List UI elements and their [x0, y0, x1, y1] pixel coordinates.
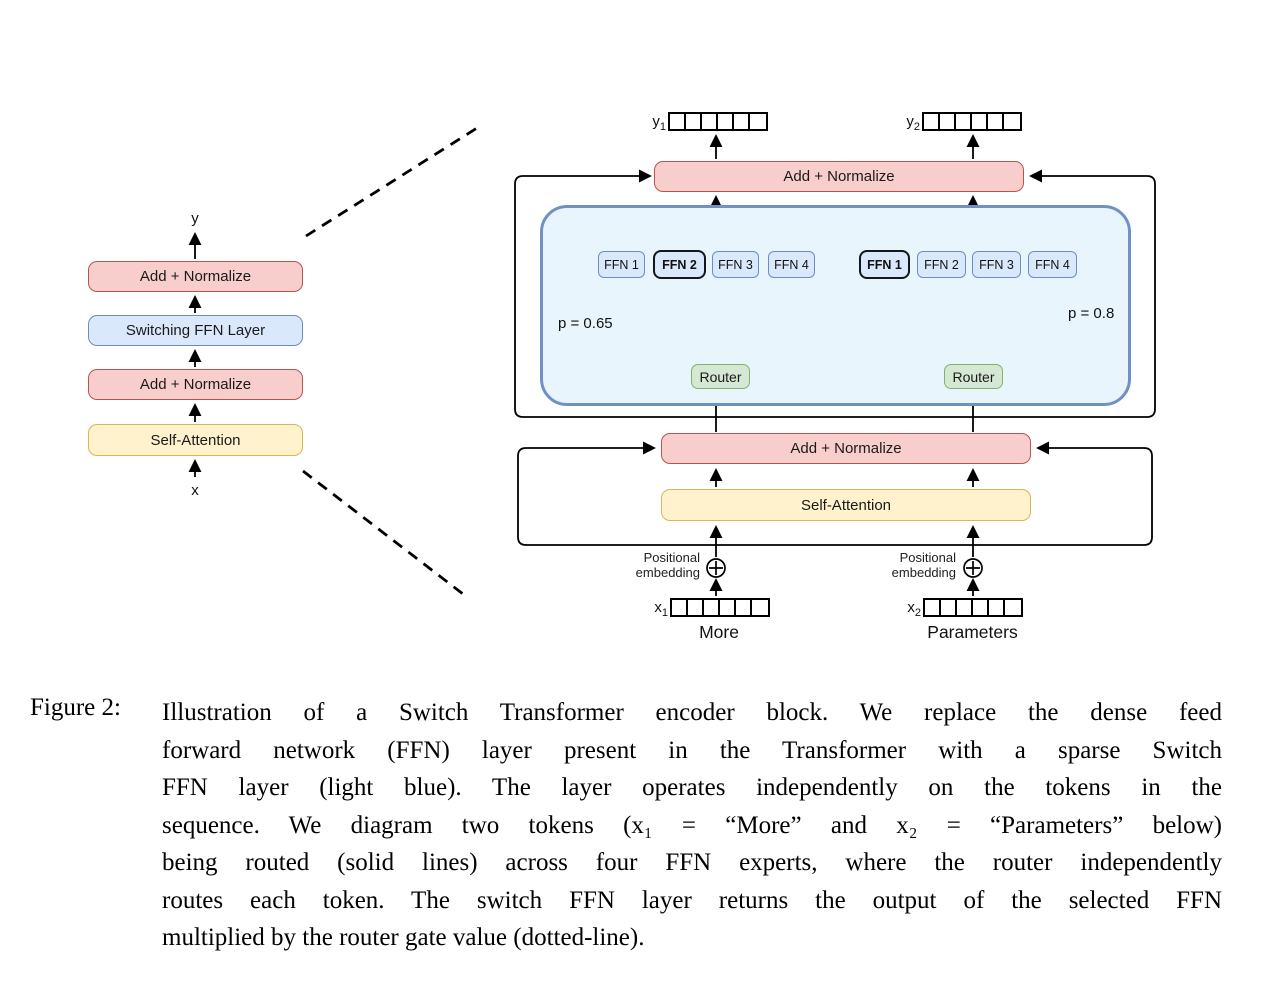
token-strip-y1 [668, 112, 768, 131]
add-positional-icon [706, 558, 983, 578]
switch-ffn-layer-container [540, 205, 1131, 406]
input-word-left: More [699, 622, 739, 642]
caption-line: Illustration of a Switch Transformer enc… [162, 699, 1222, 726]
router-box-right: Router [944, 364, 1003, 389]
ffn-expert-chip: FFN 2 [917, 251, 966, 278]
caption-line: routes each token. The switch FFN layer … [162, 886, 1222, 914]
router-box-left: Router [691, 364, 750, 389]
caption-line: FFN layer (light blue). The layer operat… [162, 774, 1222, 801]
figure-number-label: Figure 2: [30, 694, 121, 721]
ffn-expert-chip: FFN 3 [972, 251, 1021, 278]
caption-line: multiplied by the router gate value (dot… [162, 924, 645, 951]
encoder-add-normalize-bottom: Add + Normalize [661, 433, 1031, 464]
left-stack-add-normalize-top: Add + Normalize [88, 261, 303, 292]
left-stack-self-attention: Self-Attention [88, 424, 303, 456]
token-label-x2: x2 [907, 599, 921, 619]
token-label-x1: x1 [654, 599, 668, 619]
ffn-expert-chip: FFN 4 [768, 251, 815, 278]
caption-line: being routed (solid lines) across four F… [162, 849, 1222, 876]
caption-line: forward network (FFN) layer present in t… [162, 736, 1222, 764]
ffn-expert-chip: FFN 4 [1028, 251, 1077, 278]
ffn-expert-chip: FFN 3 [712, 251, 759, 278]
encoder-add-normalize-top: Add + Normalize [654, 161, 1024, 192]
residual-connections [514, 169, 1156, 546]
ffn-expert-chip-selected: FFN 1 [859, 250, 910, 279]
left-stack-switching-ffn-layer: Switching FFN Layer [88, 315, 303, 346]
caption-line: sequence. We diagram two tokens (x₁ = “M… [162, 811, 1222, 839]
ffn-expert-chip: FFN 1 [598, 251, 645, 278]
positional-embedding-label-left: Positional embedding [635, 550, 700, 580]
token-label-y1: y1 [652, 113, 666, 133]
encoder-self-attention: Self-Attention [661, 489, 1031, 521]
gate-value-right: p = 0.8 [1068, 305, 1115, 322]
token-label-y2: y2 [906, 113, 920, 133]
left-stack-output-label: y [191, 210, 199, 227]
token-strip-x2 [923, 598, 1023, 617]
caption-text-block: Illustration of a Switch Transformer enc… [162, 694, 1222, 957]
ffn-expert-chip-selected: FFN 2 [653, 250, 706, 279]
positional-embedding-label-right: Positional embedding [891, 550, 956, 580]
gate-value-left: p = 0.65 [558, 315, 613, 332]
left-stack-input-label: x [191, 482, 199, 499]
input-word-right: Parameters [927, 622, 1018, 642]
zoom-connector-lines [302, 126, 478, 596]
token-strip-y2 [922, 112, 1022, 131]
left-stack-add-normalize-bottom: Add + Normalize [88, 369, 303, 400]
token-strip-x1 [670, 598, 770, 617]
